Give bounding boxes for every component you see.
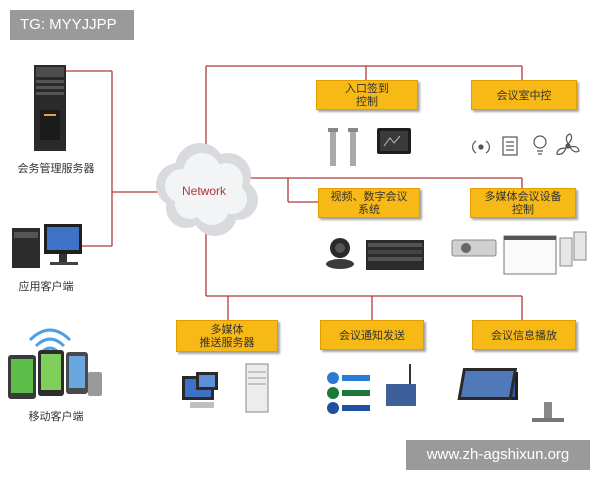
mobile-devices-icon (8, 328, 102, 399)
carrier-logos-icon (327, 372, 370, 414)
entry-gate-icon (328, 128, 358, 166)
watermark-top: TG: MYYJJPP (10, 10, 134, 40)
kiosk-display-icon (457, 368, 564, 422)
media-push-server-box: 多媒体 推送服务器 (176, 320, 278, 352)
network-label: Network (182, 184, 227, 198)
lightbulb-icon (533, 135, 547, 155)
central-control-icons (472, 133, 580, 156)
server-label: 会务管理服务器 (17, 162, 95, 175)
sms-modem-icon (386, 364, 416, 406)
meeting-notification-box: 会议通知发送 (320, 320, 424, 350)
speaker-icon (559, 231, 587, 267)
central-control-box: 会议室中控 (471, 80, 577, 110)
network-cloud: Network (156, 143, 258, 236)
meeting-display-label: 会议信息播放 (491, 328, 557, 342)
entry-signin-box: 入口签到 控制 (316, 80, 418, 110)
wireless-icon (472, 140, 490, 154)
video-camera-icon (326, 238, 354, 269)
client-label: 应用客户端 (18, 280, 74, 293)
multimedia-device-box: 多媒体会议设备 控制 (470, 188, 576, 218)
mobile-label: 移动客户端 (28, 410, 84, 423)
central-control-label: 会议室中控 (496, 88, 552, 102)
document-icon (502, 136, 518, 156)
sign-in-tablet-icon (377, 128, 411, 154)
video-conference-label: 视频、数字会议 系统 (330, 190, 408, 216)
multimedia-device-label: 多媒体会议设备 控制 (484, 190, 562, 216)
codec-equipment-icon (366, 240, 424, 270)
pc-workstation-icon (182, 372, 218, 408)
meeting-notification-label: 会议通知发送 (339, 328, 405, 342)
media-push-server-label: 多媒体 推送服务器 (199, 323, 255, 349)
projection-screen-icon (503, 235, 557, 275)
rack-server-icon (245, 363, 269, 413)
desktop-computer-icon (12, 224, 82, 268)
connection-lines (66, 65, 523, 320)
server-tower-icon (34, 65, 66, 151)
watermark-bottom: www.zh-agshixun.org (406, 440, 590, 470)
video-conference-box: 视频、数字会议 系统 (318, 188, 420, 218)
meeting-display-box: 会议信息播放 (472, 320, 576, 350)
entry-signin-label: 入口签到 控制 (345, 82, 389, 108)
projector-icon (451, 239, 497, 257)
fan-icon (556, 133, 580, 155)
